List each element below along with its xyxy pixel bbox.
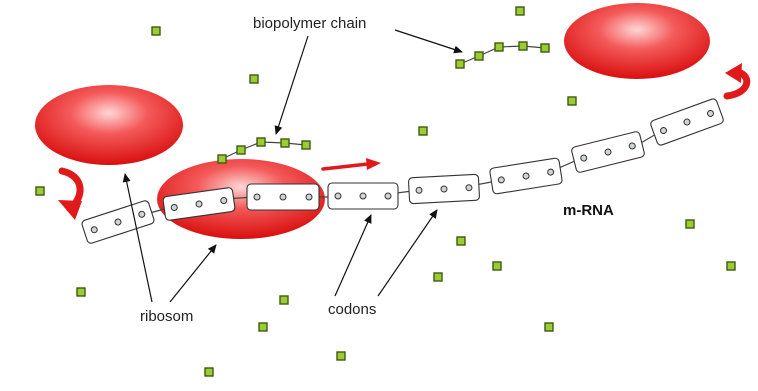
codon-8	[650, 98, 725, 146]
curved-arrow-left-icon	[58, 171, 82, 220]
curved-arrow-right-icon	[725, 63, 747, 96]
pointer-ribosom-center	[170, 245, 216, 302]
amino-acid	[152, 27, 160, 35]
amino-acid	[205, 368, 213, 376]
codon-5	[408, 174, 479, 204]
amino-acid	[36, 187, 44, 195]
amino-acid	[280, 296, 288, 304]
amino-acid	[516, 7, 524, 15]
biopolymer-chain-released	[456, 42, 549, 68]
pointer-codons-1	[335, 215, 371, 296]
label-biopolymer-chain: biopolymer chain	[253, 15, 366, 32]
amino-acid	[250, 75, 258, 83]
ribosome-left	[35, 85, 183, 165]
label-mrna: m-RNA	[563, 202, 614, 219]
pointer-ribosom-left	[125, 174, 152, 302]
pointer-chain-growing	[276, 36, 308, 134]
amino-acid	[545, 323, 553, 331]
codon-1	[81, 200, 155, 244]
amino-acid	[337, 352, 345, 360]
amino-acid	[568, 97, 576, 105]
label-codons: codons	[328, 301, 376, 318]
codon-6	[489, 158, 562, 195]
amino-acid	[493, 262, 501, 270]
ribosome-right	[564, 3, 710, 79]
amino-acid	[686, 220, 694, 228]
pointer-codons-2	[378, 210, 437, 296]
codon-3	[247, 184, 319, 210]
label-ribosom: ribosom	[140, 308, 193, 325]
codon-4	[328, 183, 398, 209]
amino-acid	[434, 273, 442, 281]
amino-acid	[77, 288, 85, 296]
amino-acid	[259, 323, 267, 331]
codon-7	[571, 131, 645, 173]
amino-acid	[457, 237, 465, 245]
pointer-chain-released	[395, 30, 462, 52]
direction-arrow-icon	[323, 158, 381, 170]
amino-acid	[419, 127, 427, 135]
amino-acid	[727, 262, 735, 270]
